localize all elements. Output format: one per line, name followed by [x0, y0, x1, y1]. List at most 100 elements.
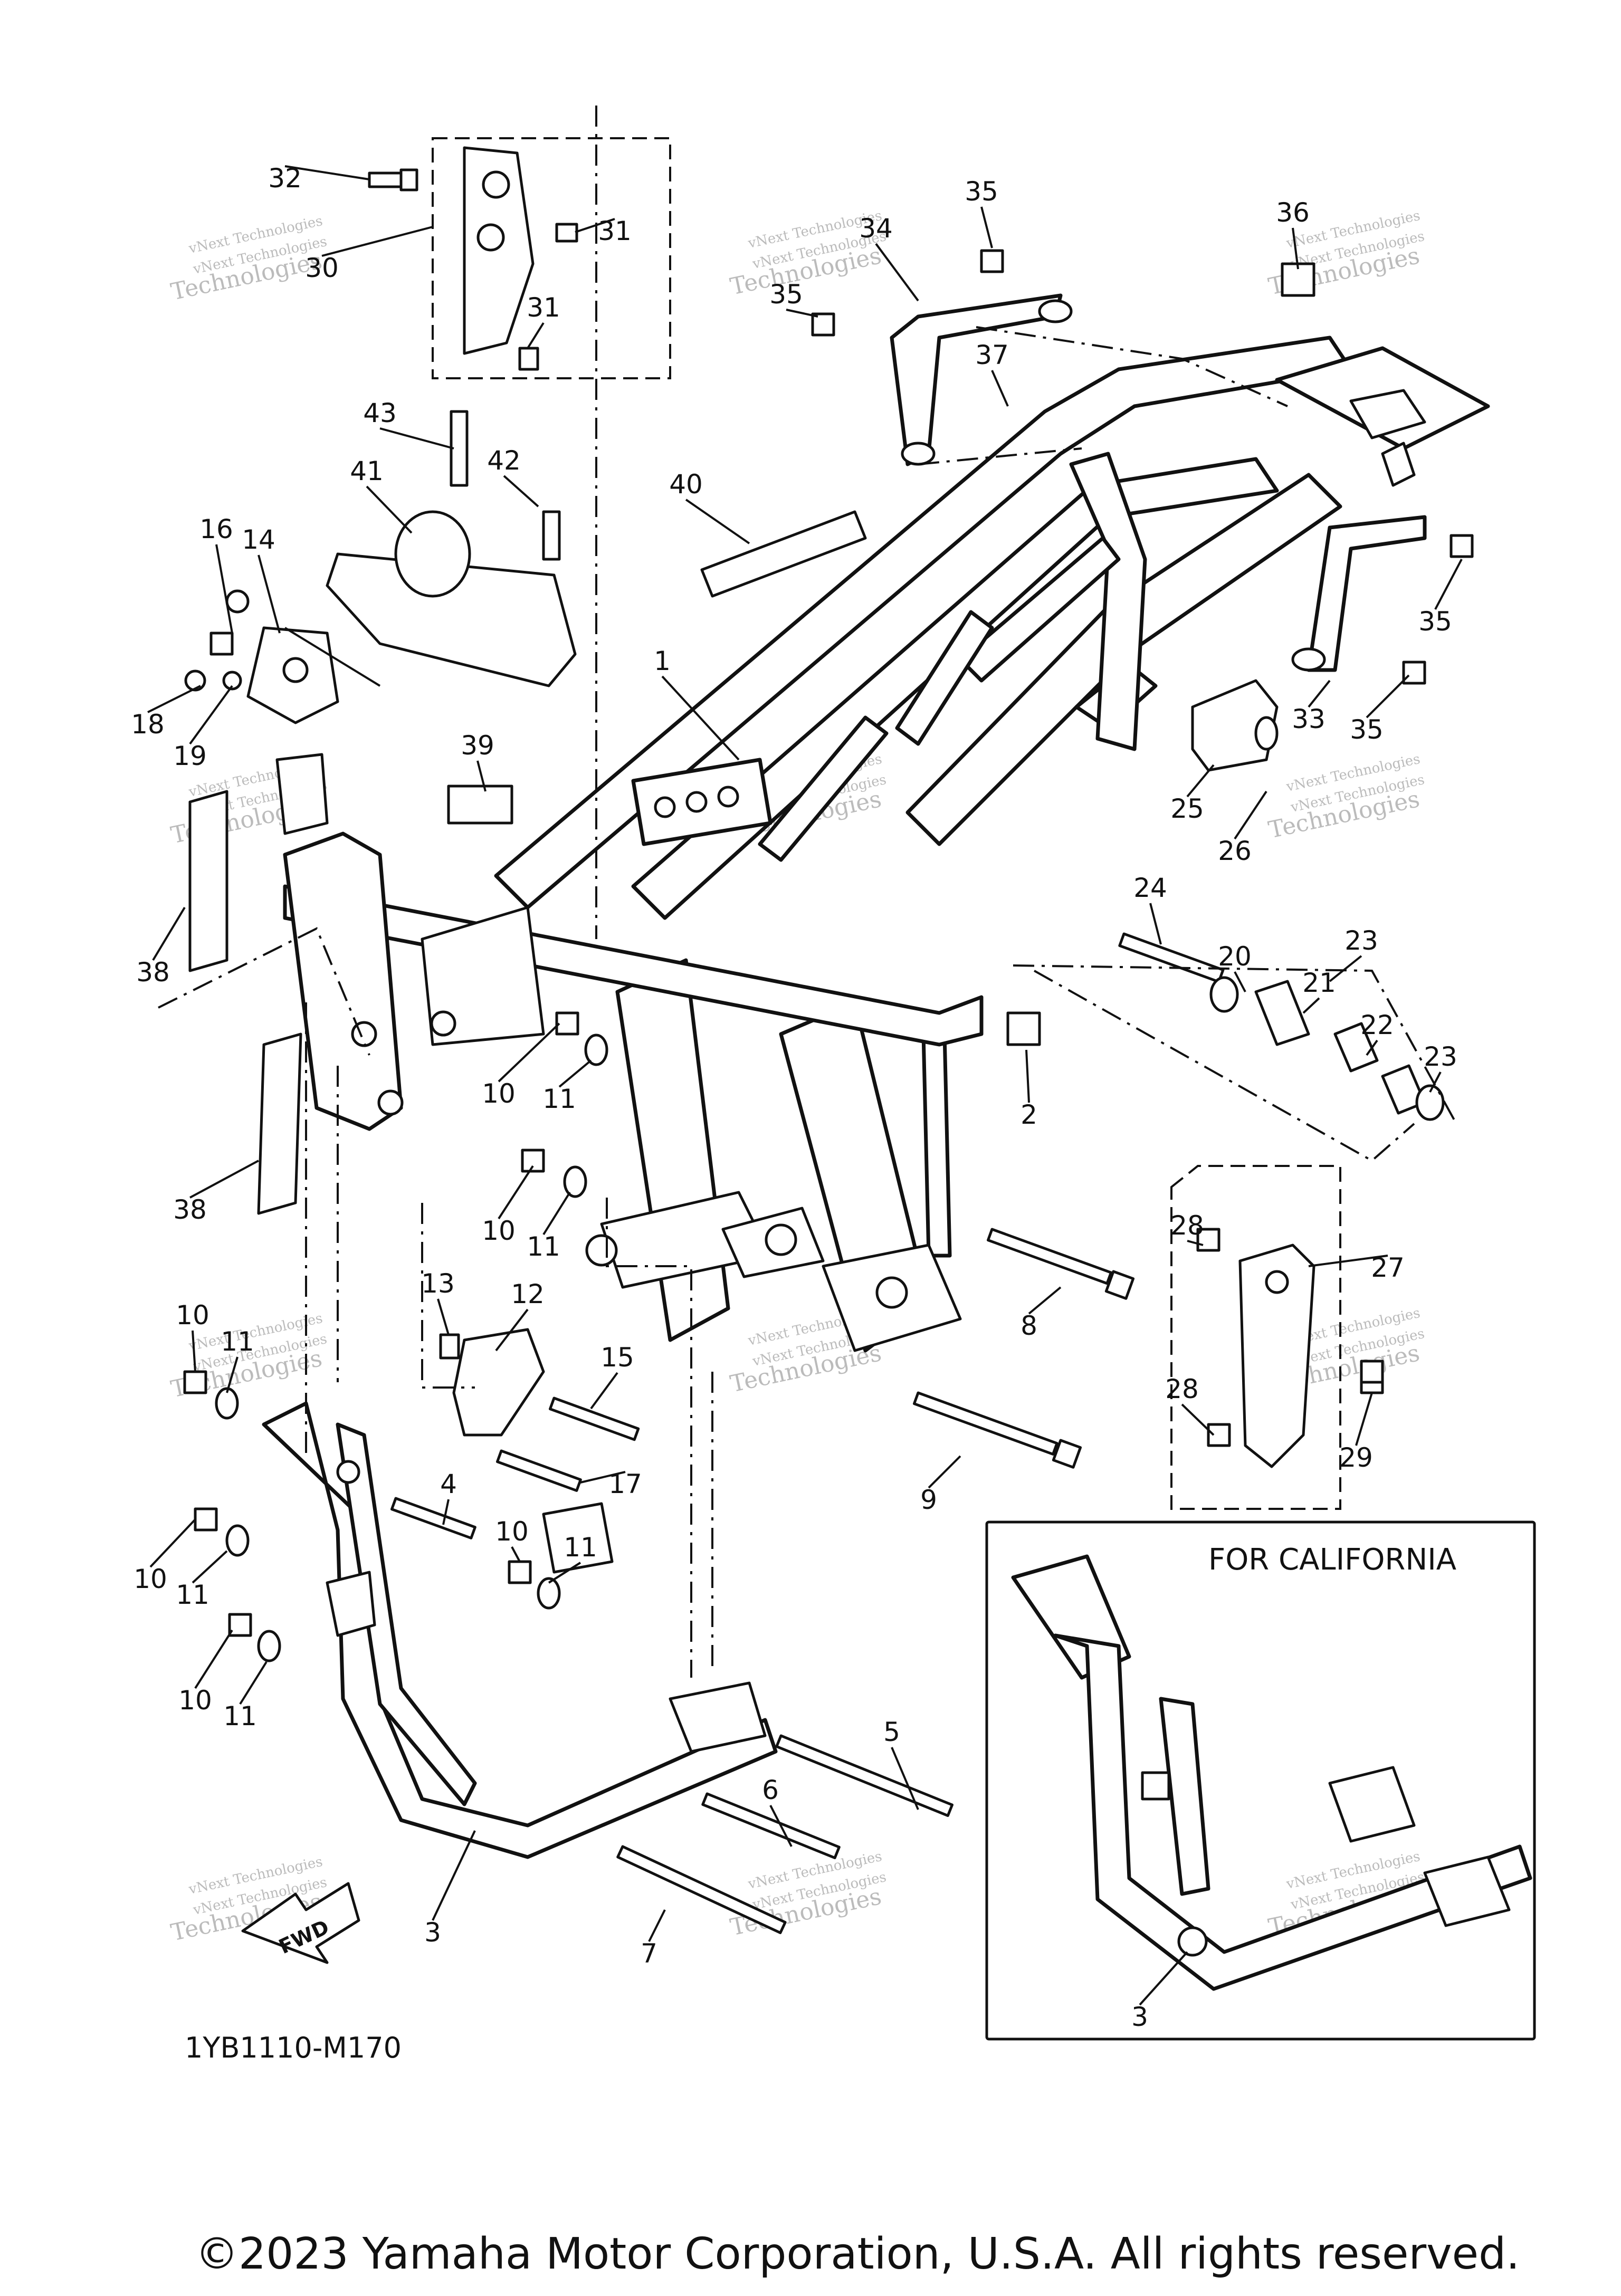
callout-32: 32	[268, 163, 302, 194]
callout-10: 10	[482, 1216, 516, 1246]
callout-4: 4	[440, 1469, 457, 1499]
callout-17: 17	[608, 1469, 642, 1499]
lower-frame	[262, 1401, 778, 1859]
leader-10	[498, 1165, 534, 1220]
leader-9	[928, 1455, 961, 1489]
inset-label: FOR CALIFORNIA	[1208, 1543, 1456, 1577]
callout-38: 38	[136, 957, 170, 988]
callout-25: 25	[1170, 793, 1204, 824]
callout-38: 38	[173, 1194, 207, 1225]
leader-23	[1429, 1072, 1442, 1093]
grab-bar-33	[1291, 515, 1427, 672]
callout-3: 3	[1131, 2002, 1148, 2032]
leader-15	[590, 1372, 618, 1410]
callout-6: 6	[762, 1775, 779, 1805]
callout-16: 16	[199, 514, 233, 544]
callout-10: 10	[178, 1685, 212, 1716]
callout-11: 11	[221, 1326, 254, 1357]
callout-27: 27	[1371, 1252, 1405, 1283]
leader-8	[1028, 1286, 1062, 1315]
leader-24	[1149, 903, 1162, 945]
callout-34: 34	[859, 213, 893, 244]
leader-36	[1292, 227, 1299, 270]
leader-33	[1308, 680, 1331, 708]
leader-42	[503, 475, 539, 508]
callout-8: 8	[1021, 1310, 1037, 1341]
pillion-footrest-bracket-right	[1170, 1165, 1384, 1510]
callout-18: 18	[131, 709, 165, 740]
leader-5	[891, 1747, 919, 1810]
callouts: 1233456789101010101010111111111111121314…	[131, 163, 1457, 2032]
callout-41: 41	[350, 456, 384, 486]
leader-28	[1187, 1240, 1204, 1246]
leader-10	[511, 1546, 521, 1562]
callout-23: 23	[1345, 925, 1378, 956]
callout-30: 30	[305, 253, 339, 283]
main-frame	[283, 336, 1490, 1353]
leader-10	[149, 1518, 196, 1568]
leader-28	[1181, 1403, 1215, 1436]
leader-11	[226, 1356, 239, 1393]
callout-2: 2	[1021, 1099, 1037, 1130]
leader-2	[1025, 1049, 1030, 1103]
leader-21	[1302, 997, 1320, 1014]
leader-3	[1139, 1951, 1188, 2006]
leader-43	[379, 427, 454, 449]
callout-35: 35	[1418, 606, 1452, 637]
leader-37	[991, 370, 1009, 407]
leader-41	[366, 485, 413, 534]
leader-6	[769, 1805, 793, 1847]
callout-9: 9	[920, 1485, 937, 1515]
leader-39	[476, 760, 487, 792]
callout-37: 37	[975, 340, 1009, 370]
bolt-5	[775, 1734, 954, 1817]
leader-11	[542, 1191, 571, 1236]
engine-mount-stack	[1118, 932, 1445, 1121]
bracket-14	[184, 589, 381, 724]
callout-19: 19	[173, 741, 207, 771]
leader-30	[321, 226, 433, 257]
reference-lines	[158, 106, 1457, 1678]
callout-35: 35	[965, 176, 998, 207]
callout-20: 20	[1218, 941, 1252, 972]
callout-10: 10	[134, 1564, 167, 1594]
callout-10: 10	[176, 1300, 209, 1331]
callout-14: 14	[242, 524, 275, 555]
leader-31	[575, 218, 615, 233]
leader-11	[192, 1550, 228, 1584]
callout-22: 22	[1360, 1010, 1394, 1040]
through-bolt-9	[912, 1391, 1082, 1469]
bracket-25	[1191, 679, 1279, 772]
bolt-7	[616, 1845, 787, 1935]
leader-40	[685, 499, 750, 544]
callout-24: 24	[1133, 873, 1167, 903]
leader-35	[786, 309, 818, 318]
through-bolt-8	[986, 1228, 1135, 1300]
callout-11: 11	[564, 1532, 597, 1563]
leader-7	[648, 1909, 666, 1942]
callout-7: 7	[641, 1938, 657, 1969]
leader-16	[215, 544, 233, 634]
callout-39: 39	[461, 730, 494, 761]
callout-12: 12	[511, 1279, 545, 1309]
seat-lock-cover-41	[326, 410, 577, 687]
leader-11	[558, 1059, 592, 1088]
leader-27	[1308, 1255, 1388, 1267]
callout-1: 1	[654, 646, 671, 676]
nut-washer-set	[183, 249, 1474, 1662]
bolt-6	[701, 1792, 841, 1860]
bolt-15	[548, 1396, 640, 1441]
leader-1	[661, 675, 740, 761]
leader-20	[1234, 971, 1246, 992]
diagram-code: 1YB1110-M170	[185, 2031, 402, 2064]
leader-18	[147, 685, 201, 713]
bolt-4	[390, 1497, 476, 1539]
callout-36: 36	[1276, 197, 1310, 228]
callout-28: 28	[1170, 1210, 1204, 1241]
callout-28: 28	[1165, 1374, 1199, 1404]
callout-10: 10	[482, 1078, 516, 1109]
leader-31	[527, 322, 545, 349]
front-fork-pipe-38	[188, 753, 329, 1215]
callout-31: 31	[598, 216, 632, 246]
